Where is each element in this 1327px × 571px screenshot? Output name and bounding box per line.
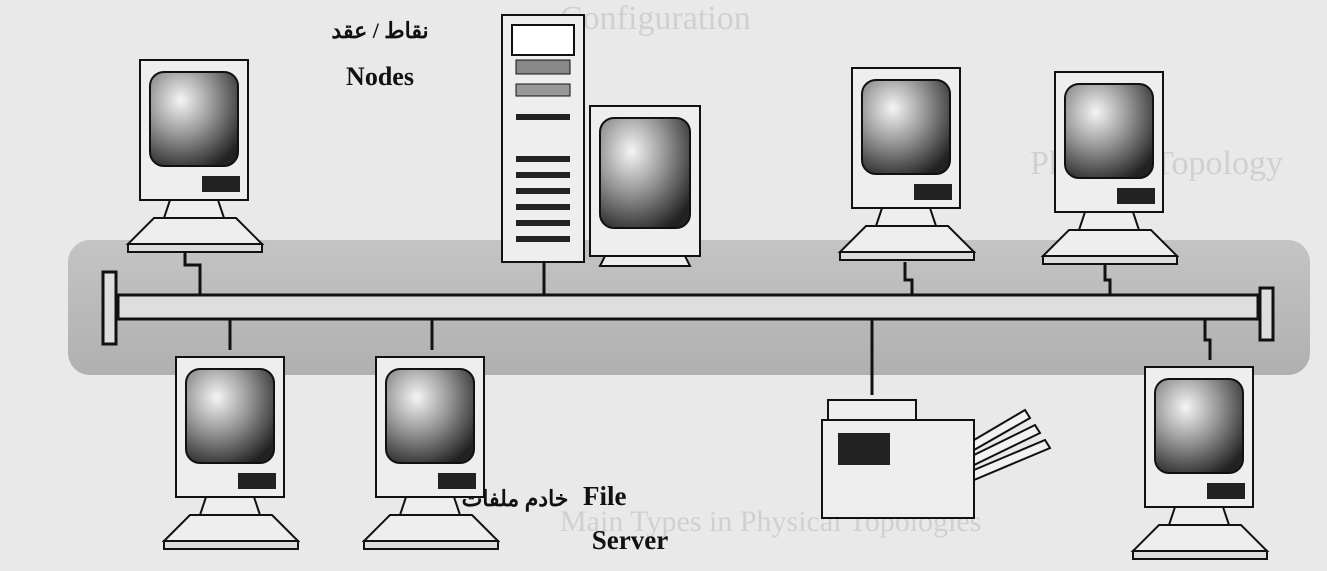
file-server-label-server: Server xyxy=(591,525,669,555)
file-server xyxy=(501,14,701,267)
nodes-label: Nodes xyxy=(346,62,414,91)
file-server-label-file: File xyxy=(583,481,627,511)
file-server-label-arabic: خادم ملفات xyxy=(461,486,569,511)
background-text-configuration: Configuration xyxy=(560,0,751,37)
workstation-bottom-right xyxy=(1132,366,1268,560)
printer xyxy=(821,399,1052,519)
workstation-top-right-2 xyxy=(1042,71,1178,265)
workstation-bottom-left-1 xyxy=(163,356,299,550)
drop-lines xyxy=(183,248,1212,395)
workstation-bottom-left-2 xyxy=(363,356,499,550)
workstation-top-left xyxy=(127,59,263,253)
workstation-top-right-1 xyxy=(839,67,975,261)
bus-backbone xyxy=(101,270,1275,346)
nodes-label-arabic: نقاط / عقد xyxy=(331,18,429,43)
